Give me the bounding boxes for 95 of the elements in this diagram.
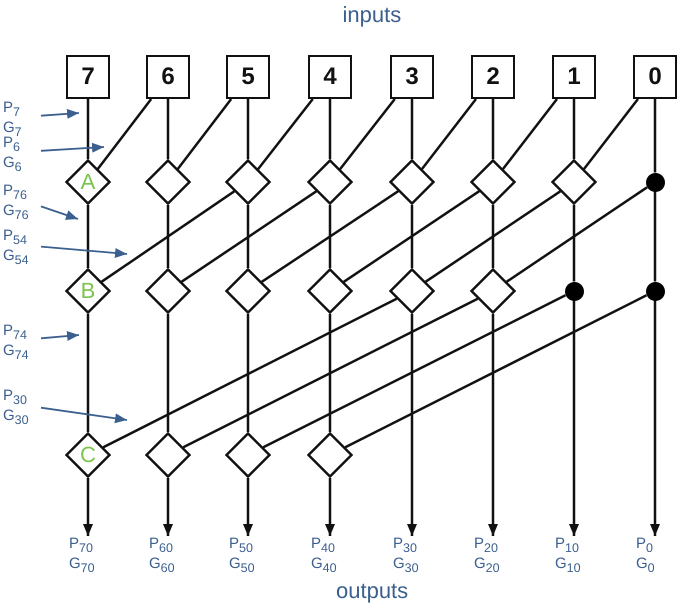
operator-diamond (307, 268, 353, 314)
connector-line (572, 205, 576, 282)
operator-diamond (389, 268, 435, 314)
input-box: 0 (633, 55, 677, 99)
connector-line (328, 99, 332, 159)
input-box: 2 (471, 55, 515, 99)
input-box: 5 (226, 55, 270, 99)
connector-line (246, 99, 250, 159)
section-heading: inputs (342, 2, 402, 28)
connector-line (492, 205, 494, 268)
connector-line (176, 98, 232, 170)
connector-line (101, 190, 235, 283)
signal-label: P$_{30}$ G$_{30}$ (393, 536, 431, 570)
leader-arrow (40, 206, 78, 220)
connector-line (343, 190, 480, 283)
section-heading: outputs (336, 578, 408, 604)
connector-line (166, 314, 170, 432)
operator-diamond (307, 159, 353, 205)
connector-line (421, 98, 477, 170)
leader-arrow (40, 108, 80, 119)
connector-line (502, 98, 558, 170)
leader-arrow (40, 331, 80, 342)
operator-diamond: A (65, 159, 111, 205)
signal-label: P$_{6}$ G$_{6}$ (3, 135, 41, 169)
operator-diamond (389, 159, 435, 205)
junction-dot (646, 172, 664, 192)
signal-label: P$_{20}$ G$_{20}$ (474, 536, 512, 570)
input-box: 3 (390, 55, 434, 99)
operator-diamond (470, 268, 516, 314)
operator-diamond (145, 159, 191, 205)
operator-diamond (225, 159, 271, 205)
connector-line (86, 99, 90, 159)
connector-line (410, 99, 414, 159)
connector-line (425, 190, 561, 283)
connector-line (328, 314, 332, 432)
connector-line (257, 98, 314, 170)
output-arrow (243, 478, 253, 536)
signal-label: P$_{50}$ G$_{50}$ (229, 536, 267, 570)
output-arrow (569, 300, 579, 536)
output-arrow (83, 478, 93, 536)
connector-line (654, 192, 656, 282)
connector-line (166, 99, 170, 159)
connector-line (344, 294, 648, 448)
connector-line (572, 99, 576, 159)
operator-diamond (225, 268, 271, 314)
connector-line (328, 205, 332, 268)
signal-label: P$_{70}$ G$_{70}$ (69, 536, 107, 570)
connector-line (166, 205, 170, 268)
signal-label: P$_{76}$ G$_{76}$ (3, 183, 41, 217)
connector-line (261, 190, 399, 283)
signal-label: P$_{30}$ G$_{30}$ (3, 388, 41, 422)
operator-diamond (225, 432, 271, 478)
leader-arrow (40, 406, 128, 424)
operator-diamond (145, 432, 191, 478)
connector-line (339, 98, 396, 170)
connector-line (246, 314, 250, 432)
connector-line (262, 294, 566, 448)
output-arrow (163, 478, 173, 536)
input-box: 7 (66, 55, 110, 99)
input-box: 6 (146, 55, 190, 99)
signal-label: P$_{60}$ G$_{60}$ (149, 536, 187, 570)
leader-arrow (40, 142, 104, 153)
junction-dot (646, 282, 664, 300)
signal-label: P$_{54}$ G$_{54}$ (3, 228, 41, 262)
operator-diamond: C (65, 432, 111, 478)
connector-line (86, 314, 90, 432)
operator-diamond (551, 159, 597, 205)
output-arrow (650, 300, 660, 536)
connector-line (96, 98, 152, 170)
connector-line (246, 205, 250, 268)
leader-arrow (40, 246, 128, 258)
signal-label: P$_{10}$ G$_{10}$ (555, 536, 593, 570)
input-box: 4 (308, 55, 352, 99)
connector-line (583, 98, 639, 170)
output-arrow (325, 478, 335, 536)
signal-label: P$_{40}$ G$_{40}$ (311, 536, 349, 570)
operator-diamond (307, 432, 353, 478)
connector-line (181, 190, 317, 283)
signal-label: P$_{7}$ G$_{7}$ (3, 100, 41, 134)
signal-label: P$_{74}$ G$_{74}$ (3, 323, 41, 357)
operator-diamond: B (65, 268, 111, 314)
connector-line (654, 99, 656, 172)
connector-line (182, 298, 478, 448)
connector-line (492, 99, 494, 159)
output-arrow (488, 314, 498, 536)
junction-dot (564, 282, 584, 300)
connector-line (410, 205, 414, 268)
connector-line (86, 205, 90, 268)
operator-diamond (145, 268, 191, 314)
operator-diamond (470, 159, 516, 205)
output-arrow (407, 314, 417, 536)
connector-line (102, 298, 398, 448)
connector-line (506, 186, 648, 283)
input-box: 1 (552, 55, 596, 99)
signal-label: P$_{0}$ G$_{0}$ (636, 536, 674, 570)
